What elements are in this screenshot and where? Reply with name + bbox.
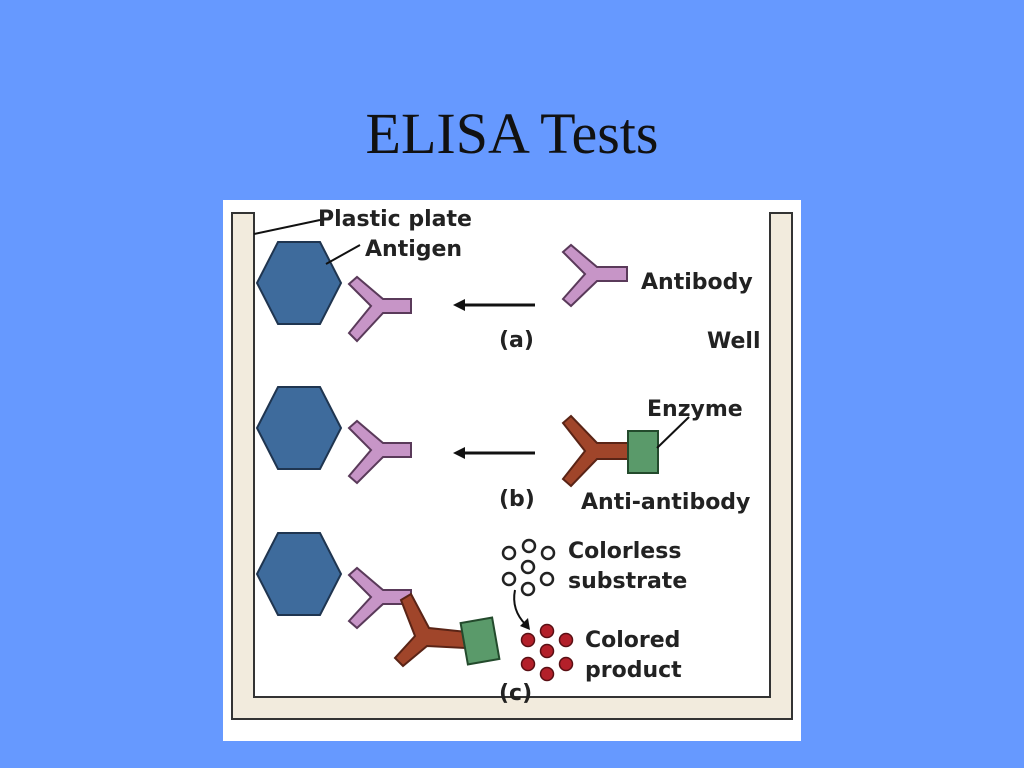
well-walls (231, 212, 793, 720)
label-antibody: Antibody (641, 270, 753, 295)
conversion-arrowhead (520, 618, 530, 630)
antigen-hexagon-c (255, 532, 343, 616)
enzyme-bound (459, 616, 501, 666)
label-colorless-substrate-2: substrate (568, 569, 687, 594)
antibody-bound-c (347, 566, 412, 630)
step-label-a: (a) (499, 328, 534, 353)
arrowhead-b (453, 447, 465, 459)
arrowhead-a (453, 299, 465, 311)
slide-title: ELISA Tests (365, 101, 659, 166)
colored-product-icon (520, 623, 574, 682)
label-plastic-plate: Plastic plate (318, 207, 472, 232)
enzyme-free (627, 430, 659, 474)
anti-antibody-free (561, 414, 630, 488)
antigen-hexagon-b (255, 386, 343, 470)
label-anti-antibody: Anti-antibody (581, 490, 750, 515)
label-colorless-substrate-1: Colorless (568, 539, 681, 564)
anti-antibody-bound (393, 592, 469, 668)
plastic-plate-leader (253, 219, 321, 235)
conversion-arrow (513, 589, 527, 626)
enzyme-leader (656, 416, 690, 449)
label-well: Well (707, 329, 761, 354)
antibody-free (561, 243, 628, 308)
colorless-substrate-icon (501, 538, 556, 597)
label-colored-product-1: Colored (585, 628, 680, 653)
elisa-diagram: Plastic plate Antigen Antibody (a) Well … (223, 200, 801, 741)
antigen-leader (325, 244, 361, 265)
step-label-b: (b) (499, 487, 535, 512)
step-label-c: (c) (499, 681, 532, 706)
label-enzyme: Enzyme (647, 397, 743, 422)
label-antigen: Antigen (365, 237, 462, 262)
antibody-bound-a (347, 275, 412, 343)
label-colored-product-2: product (585, 658, 682, 683)
antigen-hexagon-a (255, 241, 343, 325)
antibody-bound-b (347, 419, 412, 485)
